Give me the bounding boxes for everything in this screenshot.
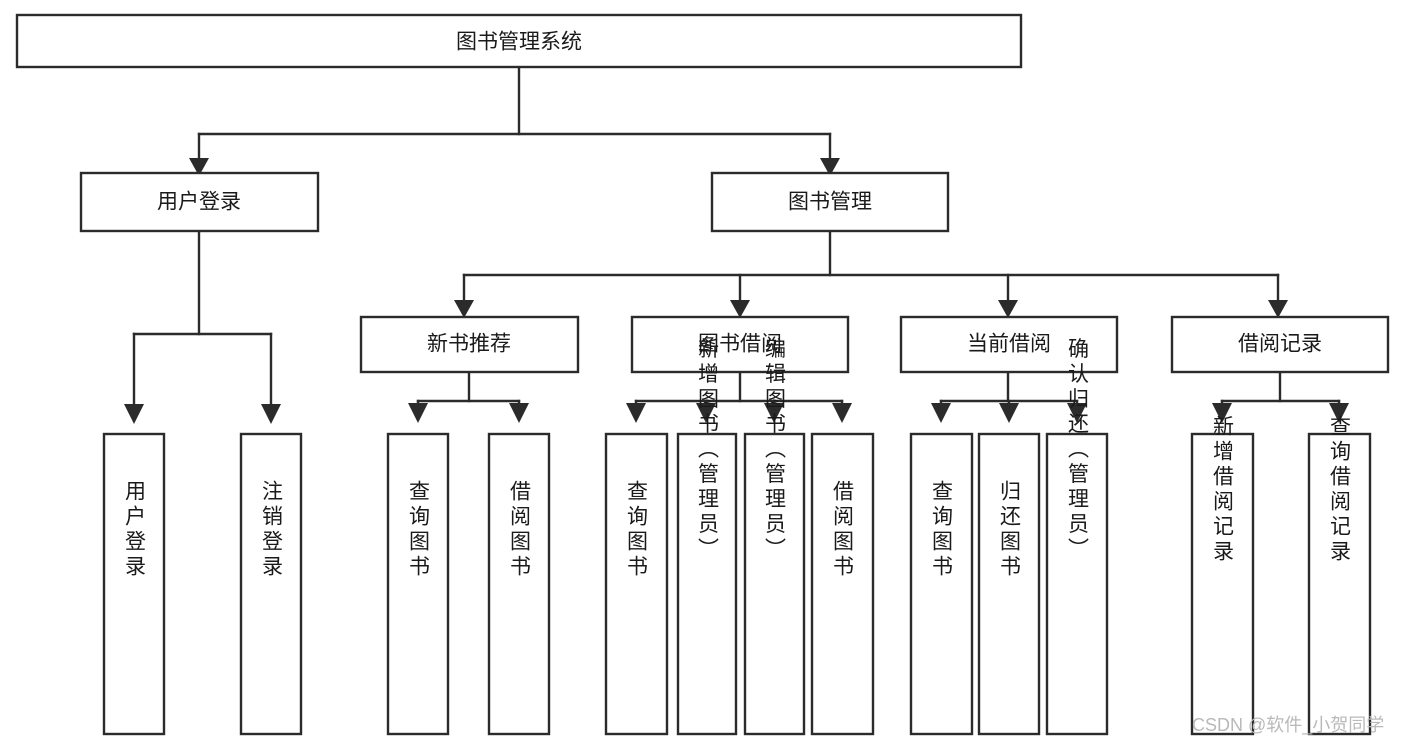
leaf-node-query-book-2[interactable]: 查询图书 — [604, 432, 669, 736]
leaf-node-query-book-2-box[interactable] — [604, 432, 669, 736]
leaf-node-user-login[interactable]: 用户登录 — [102, 432, 166, 736]
arrow-icon-to-leaf-return-book — [999, 403, 1019, 423]
node-current-borrow-box[interactable] — [899, 315, 1119, 374]
watermark-label: CSDN @软件_小贺同学 — [1192, 715, 1384, 736]
leaf-node-borrow-book-2-box[interactable] — [810, 432, 875, 736]
leaf-node-confirm-return-box[interactable] — [1045, 432, 1109, 736]
leaf-node-query-record-label: 查询借阅记录 — [1328, 415, 1352, 565]
leaf-node-user-logout[interactable]: 注销登录 — [239, 432, 303, 736]
leaf-node-add-record-box[interactable] — [1190, 432, 1255, 736]
node-new-book-recommend-box[interactable] — [359, 315, 580, 374]
leaf-node-add-record-label: 新增借阅记录 — [1211, 415, 1235, 565]
leaf-node-borrow-book-2-label: 借阅图书 — [831, 480, 855, 580]
node-root[interactable]: 图书管理系统 — [15, 13, 1023, 69]
leaf-node-borrow-book-1-box[interactable] — [487, 432, 551, 736]
arrow-icon-to-leaf-query-book-1 — [408, 403, 428, 423]
leaf-node-edit-book[interactable]: 编辑图书（管理员） — [743, 338, 806, 736]
node-book-manage-box[interactable] — [710, 171, 950, 233]
node-borrow-record-label: 借阅记录 — [1238, 333, 1322, 356]
arrow-icon-to-leaf-query-book-3 — [931, 403, 951, 423]
node-user-login-label: 用户登录 — [157, 191, 241, 214]
leaf-node-confirm-return[interactable]: 确认归还（管理员） — [1045, 338, 1109, 736]
arrow-icon-to-leaf-borrow-book-2 — [832, 403, 852, 423]
leaf-node-borrow-book-2[interactable]: 借阅图书 — [810, 432, 875, 736]
arrow-icon-to-leaf-query-book-2 — [626, 403, 646, 423]
node-book-manage[interactable]: 图书管理 — [710, 171, 950, 233]
leaf-node-query-book-1-box[interactable] — [386, 432, 450, 736]
leaf-node-return-book-label: 归还图书 — [998, 480, 1022, 580]
arrow-icon-to-leaf-confirm-return — [1067, 403, 1087, 423]
leaf-node-add-book-label: 新增图书（管理员） — [696, 338, 720, 563]
arrow-icon-to-leaf-add-record — [1212, 403, 1232, 423]
leaf-node-query-book-1-label: 查询图书 — [407, 480, 431, 580]
node-borrow-record[interactable]: 借阅记录 — [1170, 315, 1390, 374]
leaf-node-query-book-3-box[interactable] — [909, 432, 974, 736]
leaf-node-return-book-box[interactable] — [977, 432, 1041, 736]
leaf-node-edit-book-label: 编辑图书（管理员） — [763, 338, 787, 563]
arrow-icon-to-leaf-edit-book — [764, 403, 784, 423]
leaf-node-add-book[interactable]: 新增图书（管理员） — [676, 338, 738, 736]
node-root-box[interactable] — [15, 13, 1023, 69]
node-current-borrow[interactable]: 当前借阅 — [899, 315, 1119, 374]
arrow-icon-to-book-borrow — [730, 300, 750, 318]
leaf-node-query-book-3[interactable]: 查询图书 — [909, 432, 974, 736]
leaf-node-query-book-2-label: 查询图书 — [625, 480, 649, 580]
node-book-borrow[interactable]: 图书借阅 — [630, 315, 850, 374]
arrow-icon-to-leaf-user-login — [124, 404, 144, 424]
leaf-node-edit-book-box[interactable] — [743, 432, 806, 736]
node-root-label: 图书管理系统 — [456, 31, 582, 54]
leaf-node-add-record[interactable]: 新增借阅记录 — [1190, 415, 1255, 736]
node-user-login[interactable]: 用户登录 — [79, 171, 320, 233]
leaf-node-query-record-box[interactable] — [1307, 432, 1372, 736]
node-current-borrow-label: 当前借阅 — [967, 333, 1051, 356]
node-new-book-recommend[interactable]: 新书推荐 — [359, 315, 580, 374]
leaf-node-user-logout-label: 注销登录 — [260, 480, 284, 580]
node-book-borrow-box[interactable] — [630, 315, 850, 374]
arrow-icon-to-leaf-add-book — [696, 403, 716, 423]
arrow-icon-to-current-borrow — [998, 300, 1018, 318]
arrow-icon-to-leaf-borrow-book-1 — [509, 403, 529, 423]
leaf-node-confirm-return-label: 确认归还（管理员） — [1066, 338, 1090, 563]
arrow-icon-to-user-login — [189, 158, 209, 176]
node-borrow-record-box[interactable] — [1170, 315, 1390, 374]
leaf-node-query-book-1[interactable]: 查询图书 — [386, 432, 450, 736]
leaf-node-query-book-3-label: 查询图书 — [930, 480, 954, 580]
arrow-icon-to-leaf-user-logout — [261, 404, 281, 424]
leaf-node-borrow-book-1-label: 借阅图书 — [508, 480, 532, 580]
node-new-book-recommend-label: 新书推荐 — [427, 333, 511, 356]
node-book-manage-label: 图书管理 — [788, 191, 872, 214]
leaf-node-user-login-box[interactable] — [102, 432, 166, 736]
leaf-node-user-logout-box[interactable] — [239, 432, 303, 736]
arrow-icon-to-new-book-recommend — [454, 300, 474, 318]
leaf-node-user-login-label: 用户登录 — [123, 480, 147, 580]
node-book-borrow-label: 图书借阅 — [698, 333, 782, 356]
node-user-login-box[interactable] — [79, 171, 320, 233]
arrow-icon-to-borrow-record — [1268, 300, 1288, 318]
leaf-node-borrow-book-1[interactable]: 借阅图书 — [487, 432, 551, 736]
leaf-node-add-book-box[interactable] — [676, 432, 738, 736]
arrowhead-layer — [124, 158, 1349, 424]
arrow-icon-to-leaf-query-record — [1329, 403, 1349, 423]
leaf-node-return-book[interactable]: 归还图书 — [977, 432, 1041, 736]
leaf-node-query-record[interactable]: 查询借阅记录 — [1307, 415, 1372, 736]
arrow-icon-to-book-manage — [820, 158, 840, 176]
